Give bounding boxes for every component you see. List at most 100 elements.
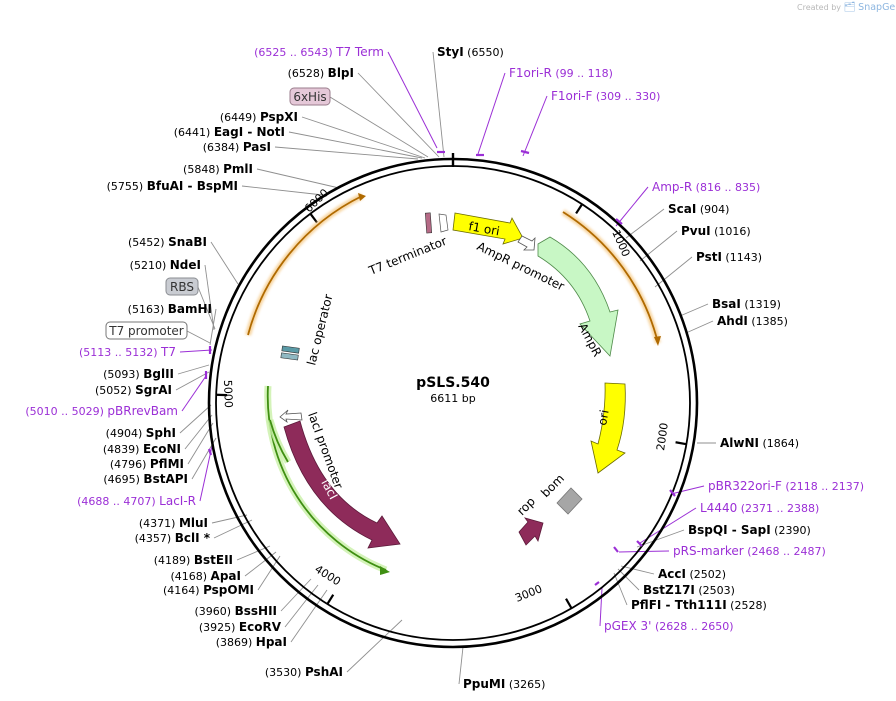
primer-f1ori-f[interactable]: F1ori-F (309 .. 330) [551, 89, 660, 103]
site-alwni[interactable]: AlwNI (1864) [720, 436, 799, 450]
site-psti[interactable]: PstI (1143) [696, 250, 762, 264]
site-eagi-noti[interactable]: (6441) EagI - NotI [174, 125, 285, 139]
site-label: (6449) PspXI [220, 110, 298, 124]
site-pshai[interactable]: (3530) PshAI [265, 665, 343, 679]
site-ndei[interactable]: (5210) NdeI [130, 258, 201, 272]
tick-mark [565, 598, 573, 609]
feature-box-t7-promoter[interactable]: T7 promoter [105, 321, 188, 340]
site-bcli[interactable]: (4357) BclI * [135, 531, 211, 545]
site-label: (5052) SgrAI [95, 383, 172, 397]
primer-name: T7 Term [335, 45, 384, 59]
site-acci[interactable]: AccI (2502) [658, 567, 726, 581]
site-bfuai-bspmi[interactable]: (5755) BfuAI - BspMI [107, 179, 238, 193]
site-pflfi-tth111i[interactable]: PflFI - Tth111I (2528) [631, 598, 767, 612]
primer-name: pBRrevBam [107, 404, 178, 418]
site-name: BssHII [235, 604, 277, 618]
feature-box-label: RBS [170, 280, 194, 294]
site-scai[interactable]: ScaI (904) [668, 202, 729, 216]
site-blpi[interactable]: (6528) BlpI [288, 66, 354, 80]
site-ahdi[interactable]: AhdI (1385) [717, 314, 788, 328]
site-bamhi[interactable]: (5163) BamHI [128, 302, 212, 316]
site-leader [241, 185, 324, 196]
site-label: BspQI - SapI (2390) [688, 523, 811, 537]
primer-name: pGEX 3' [604, 619, 651, 633]
site-label: (4168) ApaI [170, 569, 241, 583]
site-sphi[interactable]: (4904) SphI [106, 426, 176, 440]
primer-mark [520, 149, 530, 155]
tick-mark [309, 213, 318, 224]
site-label: (5163) BamHI [128, 302, 212, 316]
primer-range: (4688 .. 4707) [77, 495, 159, 508]
site-pmli[interactable]: (5848) PmlI [183, 162, 253, 176]
site-bstapi[interactable]: (4695) BstAPI [103, 472, 188, 486]
site-bstz17i[interactable]: BstZ17I (2503) [643, 583, 735, 597]
site-leader [179, 404, 212, 434]
tick-mark [326, 594, 335, 605]
primer-f1ori-r[interactable]: F1ori-R (99 .. 118) [509, 66, 613, 80]
site-label: BstZ17I (2503) [643, 583, 735, 597]
site-hpai[interactable]: (3869) HpaI [216, 635, 287, 649]
site-pvui[interactable]: PvuI (1016) [681, 224, 751, 238]
site-pflmi[interactable]: (4796) PflMI [110, 457, 184, 471]
site-apai[interactable]: (4168) ApaI [170, 569, 241, 583]
site-name: PflMI [150, 457, 184, 471]
primer-leader [615, 186, 649, 227]
primer-range: (6525 .. 6543) [254, 46, 336, 59]
site-ecorv[interactable]: (3925) EcoRV [199, 620, 282, 634]
site-styi[interactable]: StyI (6550) [437, 45, 504, 59]
orange-arc-left-head [358, 193, 366, 201]
site-bglii[interactable]: (5093) BglII [103, 367, 174, 381]
primer-range: (2118 .. 2137) [782, 480, 864, 493]
site-leader [175, 371, 210, 391]
primer-t7[interactable]: (5113 .. 5132) T7 [79, 345, 176, 359]
site-name: MluI [179, 516, 208, 530]
site-bspqi-sapi[interactable]: BspQI - SapI (2390) [688, 523, 811, 537]
primer-laci-r[interactable]: (4688 .. 4707) LacI-R [77, 494, 196, 508]
feature-box-rbs[interactable]: RBS [165, 277, 199, 296]
primer-mark [615, 218, 623, 225]
site-name: AccI [658, 567, 686, 581]
primer-label: Amp-R (816 .. 835) [652, 180, 760, 194]
site-sgrai[interactable]: (5052) SgrAI [95, 383, 172, 397]
site-bsshii[interactable]: (3960) BssHII [195, 604, 277, 618]
primer-amp-r[interactable]: Amp-R (816 .. 835) [652, 180, 760, 194]
site-pspomi[interactable]: (4164) PspOMI [163, 583, 254, 597]
primer-pbrrevbam[interactable]: (5010 .. 5029) pBRrevBam [25, 404, 178, 418]
site-label: AccI (2502) [658, 567, 726, 581]
site-position: (4168) [170, 570, 210, 583]
site-leader [679, 303, 709, 317]
site-position: (3530) [265, 666, 305, 679]
site-pspxi[interactable]: (6449) PspXI [220, 110, 298, 124]
lac-operator-box-2 [280, 352, 299, 361]
site-label: (5210) NdeI [130, 258, 201, 272]
primer-pgex-3[interactable]: pGEX 3' (2628 .. 2650) [604, 619, 734, 633]
site-econi[interactable]: (4839) EcoNI [103, 442, 181, 456]
leader-lines [175, 51, 716, 685]
site-ppumi[interactable]: PpuMI (3265) [463, 677, 545, 691]
ori-arrow [590, 382, 626, 474]
site-label: PpuMI (3265) [463, 677, 545, 691]
primer-name: F1ori-R [509, 66, 552, 80]
primer-prs-marker[interactable]: pRS-marker (2468 .. 2487) [673, 544, 826, 558]
feature-box-bg [105, 321, 188, 340]
primer-l4440[interactable]: L4440 (2371 .. 2388) [700, 501, 819, 515]
site-label: (4357) BclI * [135, 531, 211, 545]
features: f1 ori [279, 212, 626, 549]
primer-t7-term[interactable]: (6525 .. 6543) T7 Term [254, 45, 384, 59]
site-name: PmlI [223, 162, 253, 176]
site-label: PflFI - Tth111I (2528) [631, 598, 767, 612]
primer-pbr322ori-f[interactable]: pBR322ori-F (2118 .. 2137) [708, 479, 864, 493]
site-bsteii[interactable]: (4189) BstEII [154, 553, 233, 567]
site-name: AlwNI [720, 436, 759, 450]
site-bsai[interactable]: BsaI (1319) [712, 297, 781, 311]
feature-box-6xhis[interactable]: 6xHis [289, 87, 331, 106]
primer-name: F1ori-F [551, 89, 592, 103]
green-arc-outer [266, 385, 387, 571]
site-snabi[interactable]: (5452) SnaBI [128, 235, 207, 249]
snapgene-credit: Created by 🗂 SnapGene [797, 2, 896, 13]
site-mlui[interactable]: (4371) MluI [139, 516, 208, 530]
site-name: PflFI - Tth111I [631, 598, 727, 612]
site-position: (5163) [128, 303, 168, 316]
site-pasi[interactable]: (6384) PasI [203, 140, 271, 154]
feature-box-leader [329, 96, 429, 158]
